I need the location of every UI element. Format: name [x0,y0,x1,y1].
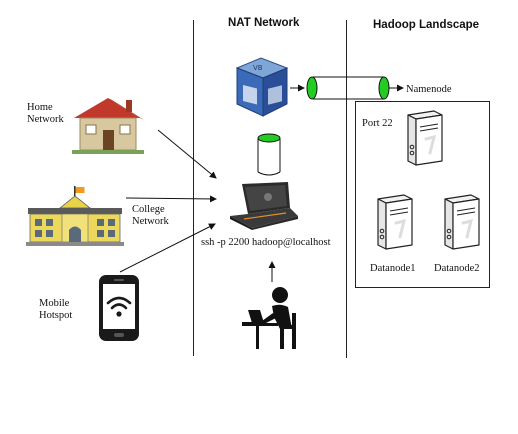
datanode2-server-icon [441,193,481,251]
datanode2-label: Datanode2 [434,263,480,274]
hadoop-landscape-header: Hadoop Landscape [373,19,480,31]
user-at-desk-icon [240,285,304,353]
svg-text:VB: VB [253,64,263,72]
home-network-label-line2: Network [27,114,64,125]
college-to-laptop-arrow [125,195,217,203]
namenode-label: Namenode [406,84,452,95]
vertical-tunnel [257,133,281,176]
smartphone-wifi-icon [97,273,141,343]
datanode1-server-icon [374,193,414,251]
mobile-hotspot-label-line2: Hotspot [39,310,73,321]
college-network-label: College Network [132,204,169,228]
home-network-label-line1: Home [27,102,53,113]
mobile-hotspot-label-line1: Mobile [39,298,70,309]
laptop-icon [228,180,300,230]
divider-right [346,20,347,358]
college-building-icon [26,186,124,246]
college-network-label-line2: Network [132,216,169,227]
house-icon [68,92,148,156]
college-network-label-line1: College [132,204,165,215]
port-label: Port 22 [362,118,393,129]
ssh-command-label: ssh -p 2200 hadoop@localhost [201,237,331,248]
datanode1-label: Datanode1 [370,263,416,274]
mobile-to-laptop-arrow [119,223,216,273]
nat-network-header: NAT Network [228,17,300,29]
mobile-hotspot-label: Mobile Hotspot [39,298,72,322]
namenode-server-icon [404,109,444,167]
virtualbox-icon: VB [231,54,293,120]
home-to-laptop-arrow [157,129,217,179]
divider-left [193,20,194,356]
hadoop-cluster-box [355,101,490,288]
horizontal-tunnel [306,76,390,100]
home-network-label: Home Network [27,102,64,126]
